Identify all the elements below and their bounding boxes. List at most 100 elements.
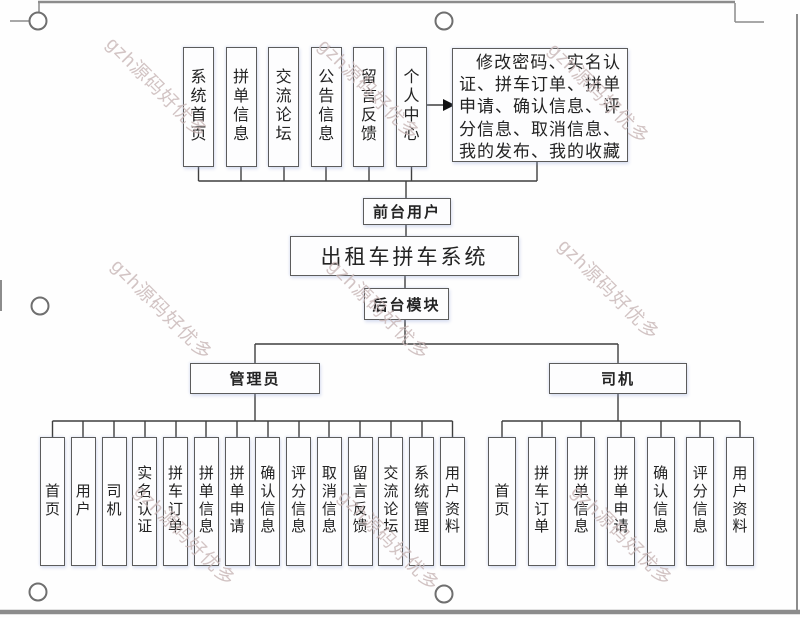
module-char: 评 [291, 466, 307, 483]
module-char: 信 [198, 501, 214, 518]
module-char: 坛 [383, 519, 399, 536]
module-char: 单 [573, 483, 589, 500]
module-char: 公 [318, 69, 335, 87]
module-char: 单 [534, 519, 550, 536]
module-box-留言反馈: 留言反馈 [353, 47, 385, 167]
module-box-拼单信息: 拼单信息 [567, 437, 596, 566]
module-box-系统管理: 系统管理 [409, 437, 435, 566]
module-char: 消 [321, 483, 337, 500]
module-char: 留 [352, 466, 368, 483]
module-char: 告 [318, 88, 335, 106]
module-char: 名 [137, 483, 153, 500]
module-char: 交 [383, 466, 399, 483]
module-char: 车 [534, 483, 550, 500]
module-char: 论 [383, 501, 399, 518]
module-char: 信 [321, 501, 337, 518]
module-box-拼单信息: 拼单信息 [225, 47, 257, 167]
module-box-首页: 首页 [40, 437, 65, 566]
module-char: 单 [168, 519, 184, 536]
module-box-个人中心: 个人中心 [395, 47, 427, 167]
module-char: 首 [44, 483, 60, 500]
module-char: 单 [233, 88, 250, 106]
module-char: 人 [403, 88, 420, 106]
module-box-评分信息: 评分信息 [286, 437, 312, 566]
module-char: 流 [383, 483, 399, 500]
module-char: 信 [692, 501, 708, 518]
module-char: 拼 [534, 466, 550, 483]
top-connectors [197, 162, 538, 198]
module-char: 信 [291, 501, 307, 518]
front-user-label: 前台用户 [372, 204, 441, 221]
module-char: 言 [360, 88, 377, 106]
module-char: 认 [137, 501, 153, 518]
module-char: 证 [137, 519, 153, 536]
driver-label: 司机 [600, 371, 635, 388]
module-char: 拼 [198, 466, 214, 483]
module-char: 订 [534, 501, 550, 518]
system-title-label: 出租车拼车系统 [320, 245, 489, 269]
backend-module-box: 后台模块 [364, 288, 449, 320]
module-char: 页 [494, 501, 510, 518]
module-box-用户: 用户 [70, 437, 96, 566]
module-char: 心 [403, 125, 420, 143]
module-char: 信 [573, 501, 589, 518]
module-char: 订 [168, 501, 184, 518]
module-char: 息 [653, 519, 669, 536]
module-box-交流论坛: 交流论坛 [268, 47, 300, 167]
module-char: 页 [190, 125, 207, 143]
backend-module-label: 后台模块 [372, 296, 441, 314]
personal-center-detail-box: 修改密码、实名认证、拼车订单、拼单申请、确认信息、评分信息、取消信息、我的发布、… [452, 48, 628, 162]
module-char: 息 [291, 519, 307, 536]
module-char: 息 [318, 125, 335, 143]
module-char: 用 [444, 466, 460, 483]
module-char: 系 [190, 69, 207, 87]
module-char: 息 [198, 519, 214, 536]
module-box-确认信息: 确认信息 [646, 437, 675, 566]
module-char: 拼 [573, 466, 589, 483]
module-char: 评 [692, 466, 708, 483]
module-char: 认 [260, 483, 276, 500]
module-char: 拼 [168, 466, 184, 483]
driver-box: 司机 [549, 363, 687, 394]
module-char: 认 [653, 483, 669, 500]
module-char: 司 [106, 483, 122, 500]
module-box-拼单申请: 拼单申请 [224, 437, 250, 566]
module-char: 资 [444, 501, 460, 518]
admin-connectors [51, 394, 454, 437]
module-char: 请 [613, 519, 629, 536]
module-char: 中 [403, 107, 420, 124]
module-char: 实 [137, 466, 153, 483]
front-user-box: 前台用户 [363, 198, 451, 225]
anchor-circles [28, 11, 454, 604]
module-box-交流论坛: 交流论坛 [378, 437, 404, 566]
module-char: 户 [75, 501, 91, 518]
module-char: 用 [732, 466, 748, 483]
module-char: 单 [613, 483, 629, 500]
module-box-用户资料: 用户资料 [439, 437, 465, 566]
module-box-留言反馈: 留言反馈 [347, 437, 373, 566]
admin-children-row: 首页用户司机实名认证拼车订单拼单信息拼单申请确认信息评分信息取消信息留言反馈交流… [40, 437, 465, 566]
module-char: 馈 [352, 519, 368, 536]
module-char: 信 [318, 107, 335, 124]
module-char: 言 [352, 483, 368, 500]
module-char: 拼 [233, 69, 250, 87]
module-char: 息 [321, 519, 337, 536]
module-char: 分 [291, 483, 307, 500]
module-char: 首 [190, 107, 207, 124]
module-box-公告信息: 公告信息 [310, 47, 342, 167]
module-char: 拼 [229, 466, 245, 483]
module-char: 单 [229, 483, 245, 500]
module-char: 确 [260, 466, 276, 483]
spine-connectors [254, 225, 619, 363]
module-char: 分 [692, 483, 708, 500]
module-char: 流 [275, 88, 292, 106]
module-char: 请 [229, 519, 245, 536]
system-title-box: 出租车拼车系统 [290, 236, 519, 276]
module-box-拼车订单: 拼车订单 [163, 437, 189, 566]
module-char: 首 [494, 483, 510, 500]
module-box-司机: 司机 [101, 437, 127, 566]
module-char: 论 [275, 107, 292, 124]
front-modules-row: 系统首页拼单信息交流论坛公告信息留言反馈个人中心 [183, 47, 427, 167]
module-char: 馈 [360, 125, 377, 143]
